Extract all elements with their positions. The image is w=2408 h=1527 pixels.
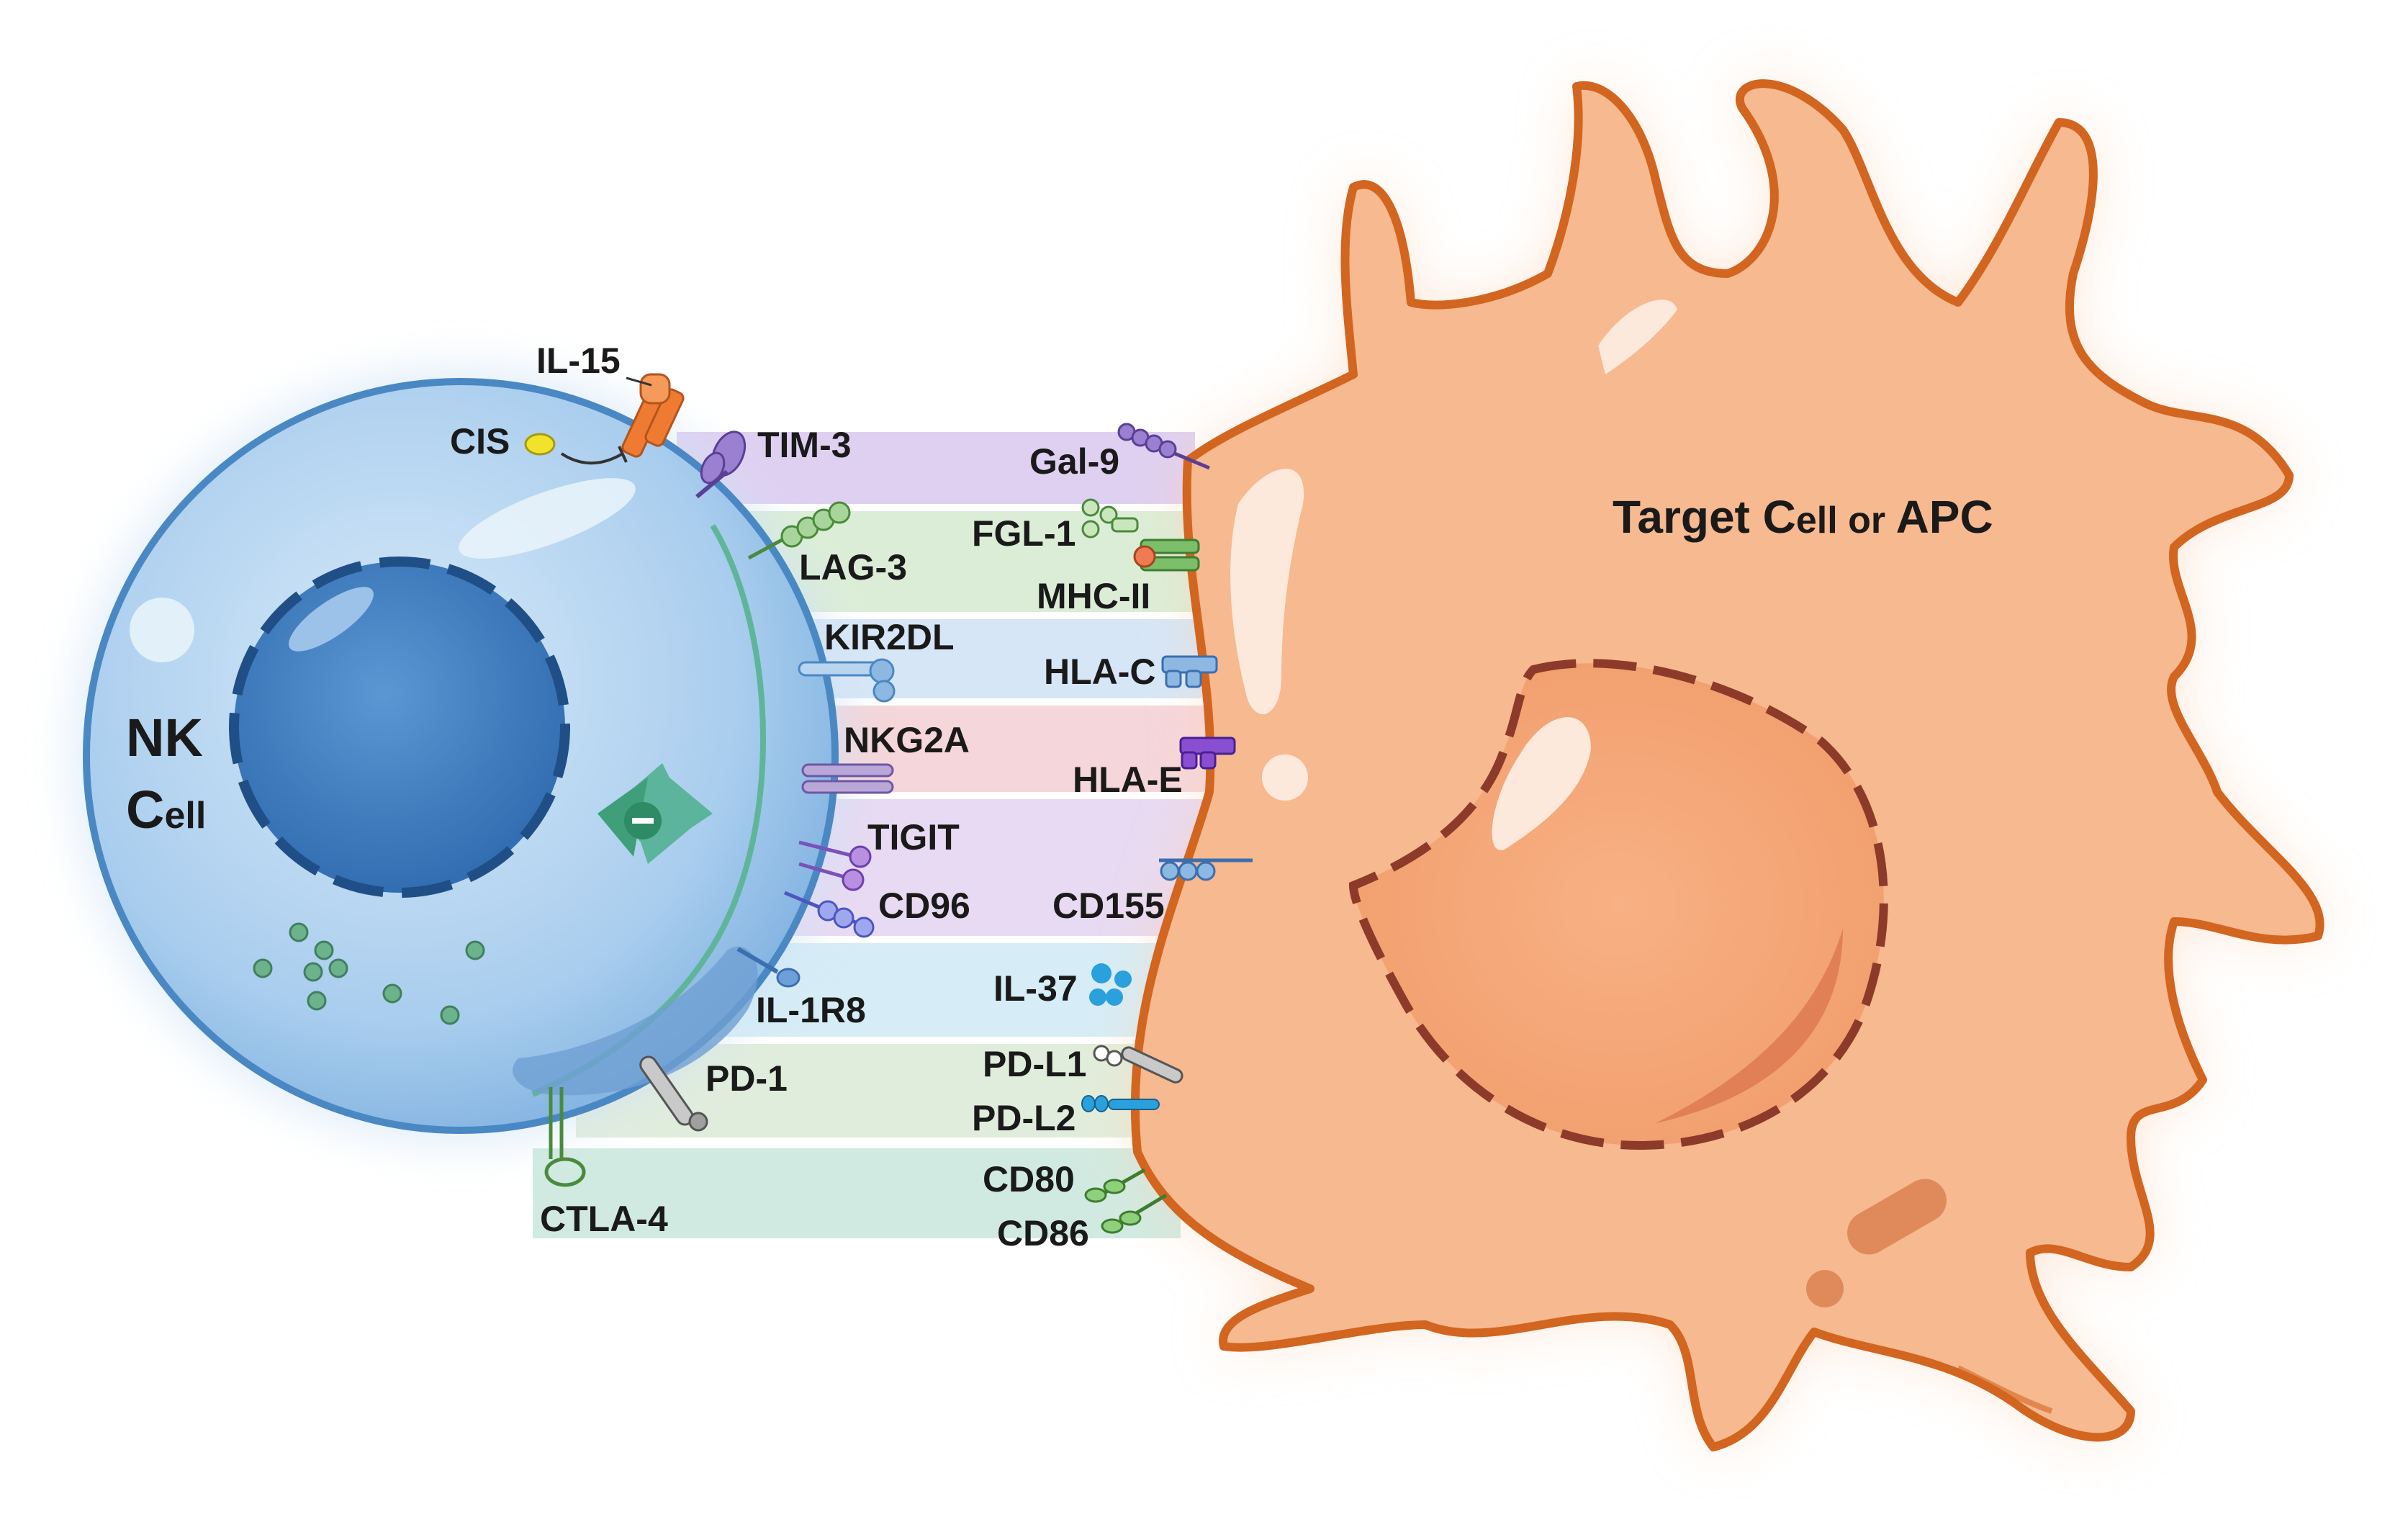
organelle-dot xyxy=(1806,1270,1844,1307)
hlac-ligand-icon xyxy=(1161,655,1218,688)
label-hlac: HLA-C xyxy=(1044,652,1156,692)
label-ctla4: CTLA-4 xyxy=(540,1199,668,1239)
label-cis: CIS xyxy=(450,421,510,461)
label-cd80: CD80 xyxy=(983,1159,1075,1199)
label-gal9: Gal-9 xyxy=(1029,441,1119,482)
nk-cell-label-line1: NK xyxy=(126,708,203,767)
target-highlight-dot xyxy=(1262,755,1308,801)
gal9-ligand-icon xyxy=(1117,423,1210,470)
nk-cell: NK Cell xyxy=(72,367,849,1145)
kir2dl-receptor-icon xyxy=(798,658,896,703)
target-nucleus-highlight xyxy=(1492,717,1591,850)
label-fgl1: FGL-1 xyxy=(972,513,1076,554)
hlae-ligand-icon xyxy=(1179,737,1236,770)
label-cd96: CD96 xyxy=(878,886,970,926)
label-mhcii: MHC-II xyxy=(1037,576,1150,616)
target-highlight-top xyxy=(1598,299,1677,374)
label-kir2dl: KIR2DL xyxy=(824,617,955,657)
nk-nucleus xyxy=(229,557,570,898)
label-pdl2: PD-L2 xyxy=(972,1098,1076,1138)
label-hlae: HLA-E xyxy=(1073,760,1183,800)
cd80-ligand-icon xyxy=(1084,1168,1146,1203)
nkg2a-receptor-icon xyxy=(801,763,894,794)
target-nucleus xyxy=(1348,659,1888,1150)
target-highlight xyxy=(1230,469,1304,715)
cis-icon xyxy=(524,433,556,456)
nk-highlight-dot xyxy=(130,598,194,662)
granule-dots-icon xyxy=(253,922,485,1025)
ctla4-receptor-icon xyxy=(544,1087,586,1187)
label-pdl1: PD-L1 xyxy=(983,1044,1086,1084)
target-cell-label: Target Cell or APC xyxy=(1613,491,1993,543)
tigit-receptor-icon xyxy=(798,840,872,891)
target-ligand-glyphs xyxy=(1081,423,1253,1234)
pdl1-ligand-icon xyxy=(1093,1045,1183,1084)
label-tim3: TIM-3 xyxy=(757,425,852,465)
mhcii-ligand-icon xyxy=(1133,539,1200,572)
band-tim3 xyxy=(677,432,1195,504)
target-pseudopod-line xyxy=(1957,1365,2053,1414)
il1r8-receptor-icon xyxy=(736,947,801,988)
cd96-receptor-icon xyxy=(784,891,875,938)
il37-ligand-icon xyxy=(1089,963,1132,1006)
cd86-ligand-icon xyxy=(1101,1193,1168,1234)
nk-cell-label-line2: Cell xyxy=(126,780,206,839)
pd1-receptor-icon xyxy=(639,1055,708,1132)
label-lag3: LAG-3 xyxy=(799,547,907,587)
nk-receptor-labels: IL-15 CIS TIM-3 LAG-3 KIR2DL NKG2A TIGIT… xyxy=(450,341,970,1239)
label-cd86: CD86 xyxy=(997,1213,1089,1253)
cis-inhibit-line xyxy=(560,446,628,465)
label-cd155: CD155 xyxy=(1052,886,1165,926)
band-ctla4 xyxy=(533,1148,1181,1238)
label-nkg2a: NKG2A xyxy=(844,720,970,760)
label-il37: IL-37 xyxy=(993,968,1078,1009)
tim3-receptor-icon xyxy=(695,431,747,499)
target-nucleus-shade xyxy=(1656,929,1843,1123)
fgl1-ligand-icon xyxy=(1081,498,1139,539)
label-il1r8: IL-1R8 xyxy=(756,990,866,1030)
il15-receptor-icon xyxy=(621,373,685,458)
nk-nucleus-highlight xyxy=(289,587,374,652)
nk-highlight-top xyxy=(459,478,636,559)
organelle xyxy=(1847,1179,1947,1255)
target-ligand-labels: Gal-9 FGL-1 MHC-II HLA-C HLA-E CD155 IL-… xyxy=(972,441,1183,1253)
nk-er-region xyxy=(513,946,758,1096)
label-il15: IL-15 xyxy=(536,341,621,381)
cd155-ligand-icon xyxy=(1159,858,1253,881)
lag3-receptor-icon xyxy=(747,501,851,560)
target-cell: Target Cell or APC xyxy=(1130,79,2324,1451)
pdl2-ligand-icon xyxy=(1081,1095,1160,1112)
nk-receptor-glyphs xyxy=(524,373,896,1187)
label-tigit: TIGIT xyxy=(867,817,960,857)
label-pd1: PD-1 xyxy=(705,1058,788,1099)
green-inhibition-arrow-icon xyxy=(598,763,713,864)
